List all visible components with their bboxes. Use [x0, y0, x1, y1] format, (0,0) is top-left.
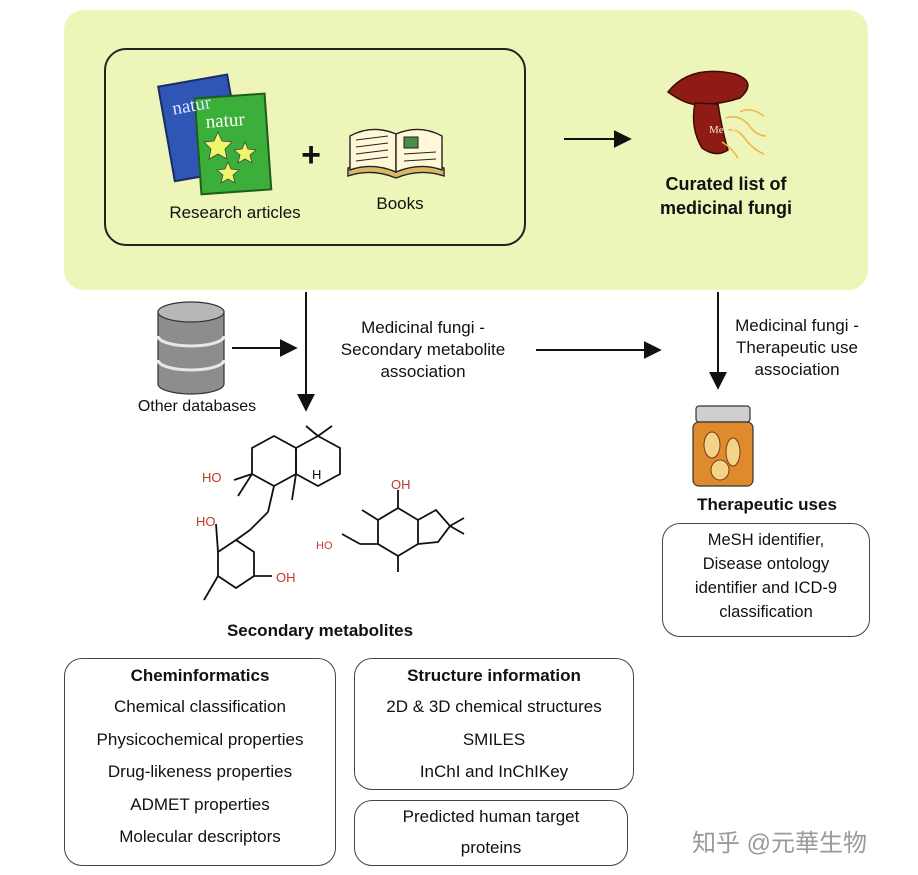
journal-cover-text-front: natur — [205, 109, 246, 133]
molecule-label-ho-2: HO — [196, 514, 216, 529]
predicted-targets-line-1: Predicted human target — [402, 807, 580, 826]
therapeutic-association-line-3: association — [754, 360, 840, 379]
book-icon — [347, 128, 445, 179]
therapeutic-box-line-1: MeSH identifier, — [707, 531, 825, 549]
predicted-targets-line-2: proteins — [460, 838, 522, 857]
curated-title-line-2: medicinal fungi — [659, 198, 792, 218]
structure-information-item: SMILES — [462, 729, 526, 749]
molecule-structure-1 — [203, 425, 341, 601]
molecule-structure-2 — [341, 490, 465, 572]
predicted-targets-box: Predicted human target proteins — [354, 800, 628, 866]
therapeutic-box-line-4: classification — [719, 603, 813, 621]
therapeutic-annotation-box: MeSH identifier, Disease ontology identi… — [662, 523, 870, 637]
cheminformatics-item: Drug-likeness properties — [107, 762, 293, 781]
books-label: Books — [376, 194, 424, 213]
cheminformatics-item: Physicochemical properties — [96, 729, 304, 749]
metabolite-association-label: Medicinal fungi - Secondary metabolite a… — [318, 317, 528, 383]
therapeutic-uses-title: Therapeutic uses — [697, 495, 837, 514]
logo-text: MeFSAT — [709, 124, 750, 136]
therapeutic-box-line-3: identifier and ICD-9 — [694, 579, 838, 597]
cheminformatics-item: Chemical classification — [114, 697, 286, 716]
cheminformatics-box: Cheminformatics Chemical classification … — [64, 658, 336, 866]
database-icon — [156, 301, 226, 395]
metabolite-association-line-2: Secondary metabolite — [340, 340, 506, 359]
molecule-label-h: H — [312, 467, 322, 482]
structure-information-box: Structure information 2D & 3D chemical s… — [354, 658, 634, 790]
structure-information-item: InChI and InChIKey — [419, 762, 569, 781]
plus-sign: + — [301, 136, 321, 174]
medicine-jar-icon — [692, 405, 754, 487]
structure-information-item: 2D & 3D chemical structures — [386, 697, 602, 716]
other-databases-label: Other databases — [137, 398, 257, 415]
secondary-metabolites-title: Secondary metabolites — [226, 621, 414, 640]
therapeutic-association-line-1: Medicinal fungi - — [735, 316, 859, 335]
curated-title: Curated list of medicinal fungi — [636, 172, 816, 220]
therapeutic-box-line-2: Disease ontology — [702, 555, 830, 573]
therapeutic-association-line-2: Therapeutic use — [736, 338, 858, 357]
metabolite-association-line-3: association — [380, 362, 466, 381]
research-articles-label: Research articles — [169, 203, 301, 222]
cheminformatics-title: Cheminformatics — [130, 666, 270, 685]
journal-covers-icon — [157, 73, 273, 196]
metabolite-association-line-1: Medicinal fungi - — [361, 318, 485, 337]
curated-title-line-1: Curated list of — [665, 174, 787, 194]
cheminformatics-item: Molecular descriptors — [119, 827, 281, 846]
therapeutic-association-label: Medicinal fungi - Therapeutic use associ… — [722, 315, 872, 381]
cheminformatics-item: ADMET properties — [130, 794, 270, 814]
sources-box — [104, 48, 526, 246]
mushroom-logo-icon — [666, 70, 767, 159]
molecule-label-oh-1: OH — [276, 570, 296, 585]
molecule-label-oh-2: OH — [391, 477, 411, 492]
watermark: 知乎 @元華生物 — [692, 830, 868, 857]
structure-information-title: Structure information — [407, 666, 581, 685]
molecule-label-ho-3: HO — [316, 540, 333, 552]
molecule-label-ho-1: HO — [202, 470, 222, 485]
